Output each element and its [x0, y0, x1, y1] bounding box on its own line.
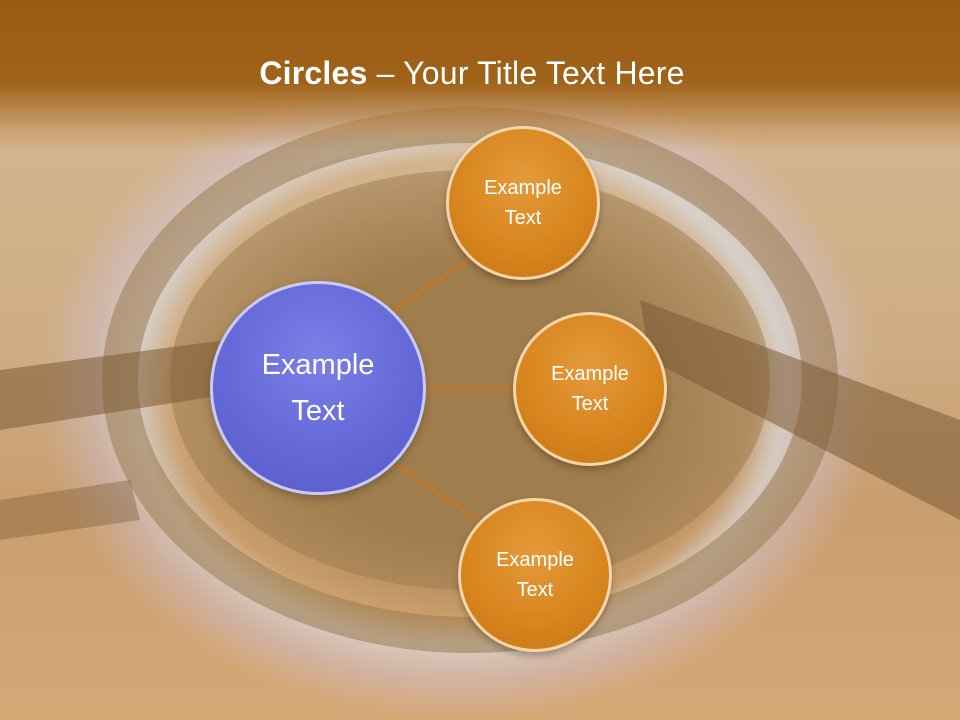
bottom-circle-line2: Text: [516, 579, 554, 601]
connector-bottom: [393, 461, 479, 522]
connector-top: [393, 254, 475, 312]
main-circle-line2: Text: [291, 395, 345, 427]
middle-circle-line2: Text: [571, 393, 609, 415]
middle-circle-line1: Example: [551, 363, 629, 385]
bottom-circle[interactable]: Example Text: [458, 498, 612, 652]
title-bold: Circles: [259, 55, 368, 91]
main-circle[interactable]: Example Text: [210, 281, 426, 495]
top-circle-line2: Text: [504, 207, 542, 229]
top-circle-line1: Example: [484, 177, 562, 199]
slide-title: Circles – Your Title Text Here: [0, 55, 944, 92]
middle-circle[interactable]: Example Text: [513, 312, 667, 466]
bottom-circle-line1: Example: [496, 549, 574, 571]
title-band: [0, 0, 960, 150]
main-circle-line1: Example: [261, 349, 375, 381]
top-circle[interactable]: Example Text: [446, 126, 600, 280]
title-rest: – Your Title Text Here: [367, 55, 685, 91]
